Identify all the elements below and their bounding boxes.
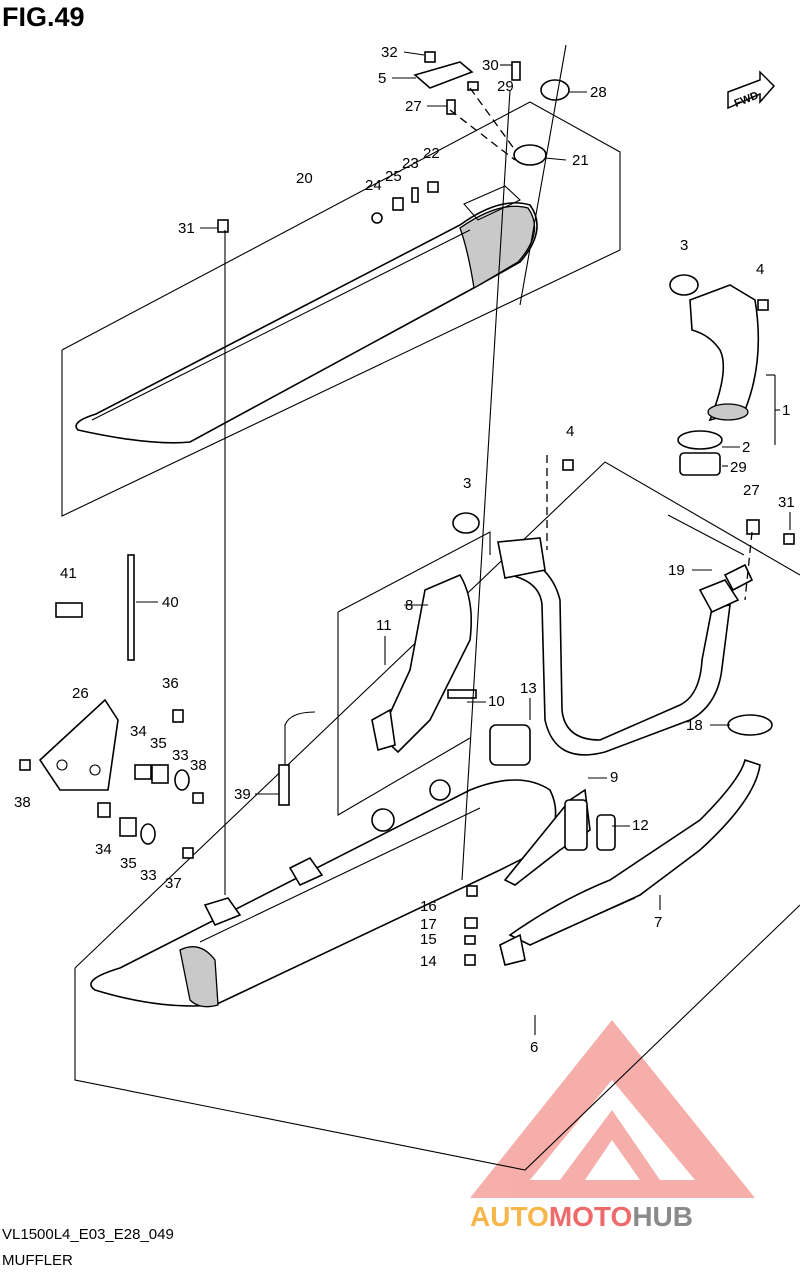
svg-text:AUTOMOTOHUB: AUTOMOTOHUB [470,1201,693,1232]
callout-11: 11 [376,617,392,634]
callout-23: 23 [402,155,419,172]
callout-12: 12 [632,817,649,834]
heat-shield-8 [371,573,473,754]
callout-31a: 31 [178,220,195,237]
callout-5: 5 [378,70,386,87]
callout-35a: 35 [150,735,167,752]
callout-21: 21 [572,152,589,169]
callout-30: 30 [482,57,499,74]
callout-14: 14 [420,953,437,970]
callout-labels: 1 2 3 3 4 4 5 6 7 8 9 10 11 12 13 14 15 … [14,44,795,1056]
callout-22: 22 [423,145,440,162]
callout-1: 1 [782,402,790,419]
callout-28: 28 [590,84,607,101]
callout-32: 32 [381,44,398,61]
callout-27b: 27 [743,482,760,499]
brand-moto: MOTO [549,1201,632,1232]
callout-9: 9 [610,769,618,786]
callout-33a: 33 [172,747,189,764]
callout-29a: 29 [497,78,514,95]
callout-18: 18 [686,717,703,734]
front-exhaust-pipe [497,537,740,756]
callout-16: 16 [420,898,437,915]
inner-heat-shield-box [337,531,491,816]
callout-6: 6 [530,1039,538,1056]
callout-3a: 3 [680,237,688,254]
model-code: VL1500L4_E03_E28_049 [2,1226,174,1243]
callout-34a: 34 [130,723,147,740]
lower-muffler [90,779,557,1008]
callout-7: 7 [654,914,662,931]
heat-shield-9 [503,788,591,886]
rear-exhaust-pipe [677,284,760,476]
callout-35b: 35 [120,855,137,872]
callout-15: 15 [420,931,437,948]
brand-hub: HUB [632,1201,693,1232]
fasteners [19,51,795,966]
fwd-arrow-badge: FWD [727,70,776,110]
callout-29b: 29 [730,459,747,476]
callout-4b: 4 [566,423,574,440]
upper-muffler [75,185,538,444]
callout-27a: 27 [405,98,422,115]
callout-25: 25 [385,168,402,185]
callout-34b: 34 [95,841,112,858]
callout-26: 26 [72,685,89,702]
callout-37: 37 [165,875,182,892]
bracket-26 [38,698,119,791]
heat-shield-7 [499,758,761,966]
leader-lines [224,44,753,895]
callout-3b: 3 [463,475,471,492]
lower-assembly-box [74,461,800,1171]
figure-title: FIG.49 [2,2,85,32]
callout-24: 24 [365,177,382,194]
figure-caption: MUFFLER [2,1252,73,1269]
callout-2: 2 [742,439,750,456]
callout-33b: 33 [140,867,157,884]
callout-connectors [136,51,791,1035]
callout-36: 36 [162,675,179,692]
callout-38a: 38 [190,757,207,774]
callout-17: 17 [420,916,437,933]
callout-4a: 4 [756,261,764,278]
callout-38b: 38 [14,794,31,811]
callout-31b: 31 [778,494,795,511]
callout-41: 41 [60,565,77,582]
callout-39: 39 [234,786,251,803]
callout-19: 19 [668,562,685,579]
watermark-brand: AUTOMOTOHUB [470,1201,693,1232]
upper-assembly-box [61,101,621,517]
watermark-logo [470,1020,755,1198]
logo-m-stroke [560,1110,660,1180]
callout-20: 20 [296,170,313,187]
brand-auto: AUTO [470,1201,549,1232]
callout-10: 10 [488,693,505,710]
callout-13: 13 [520,680,537,697]
callout-40: 40 [162,594,179,611]
